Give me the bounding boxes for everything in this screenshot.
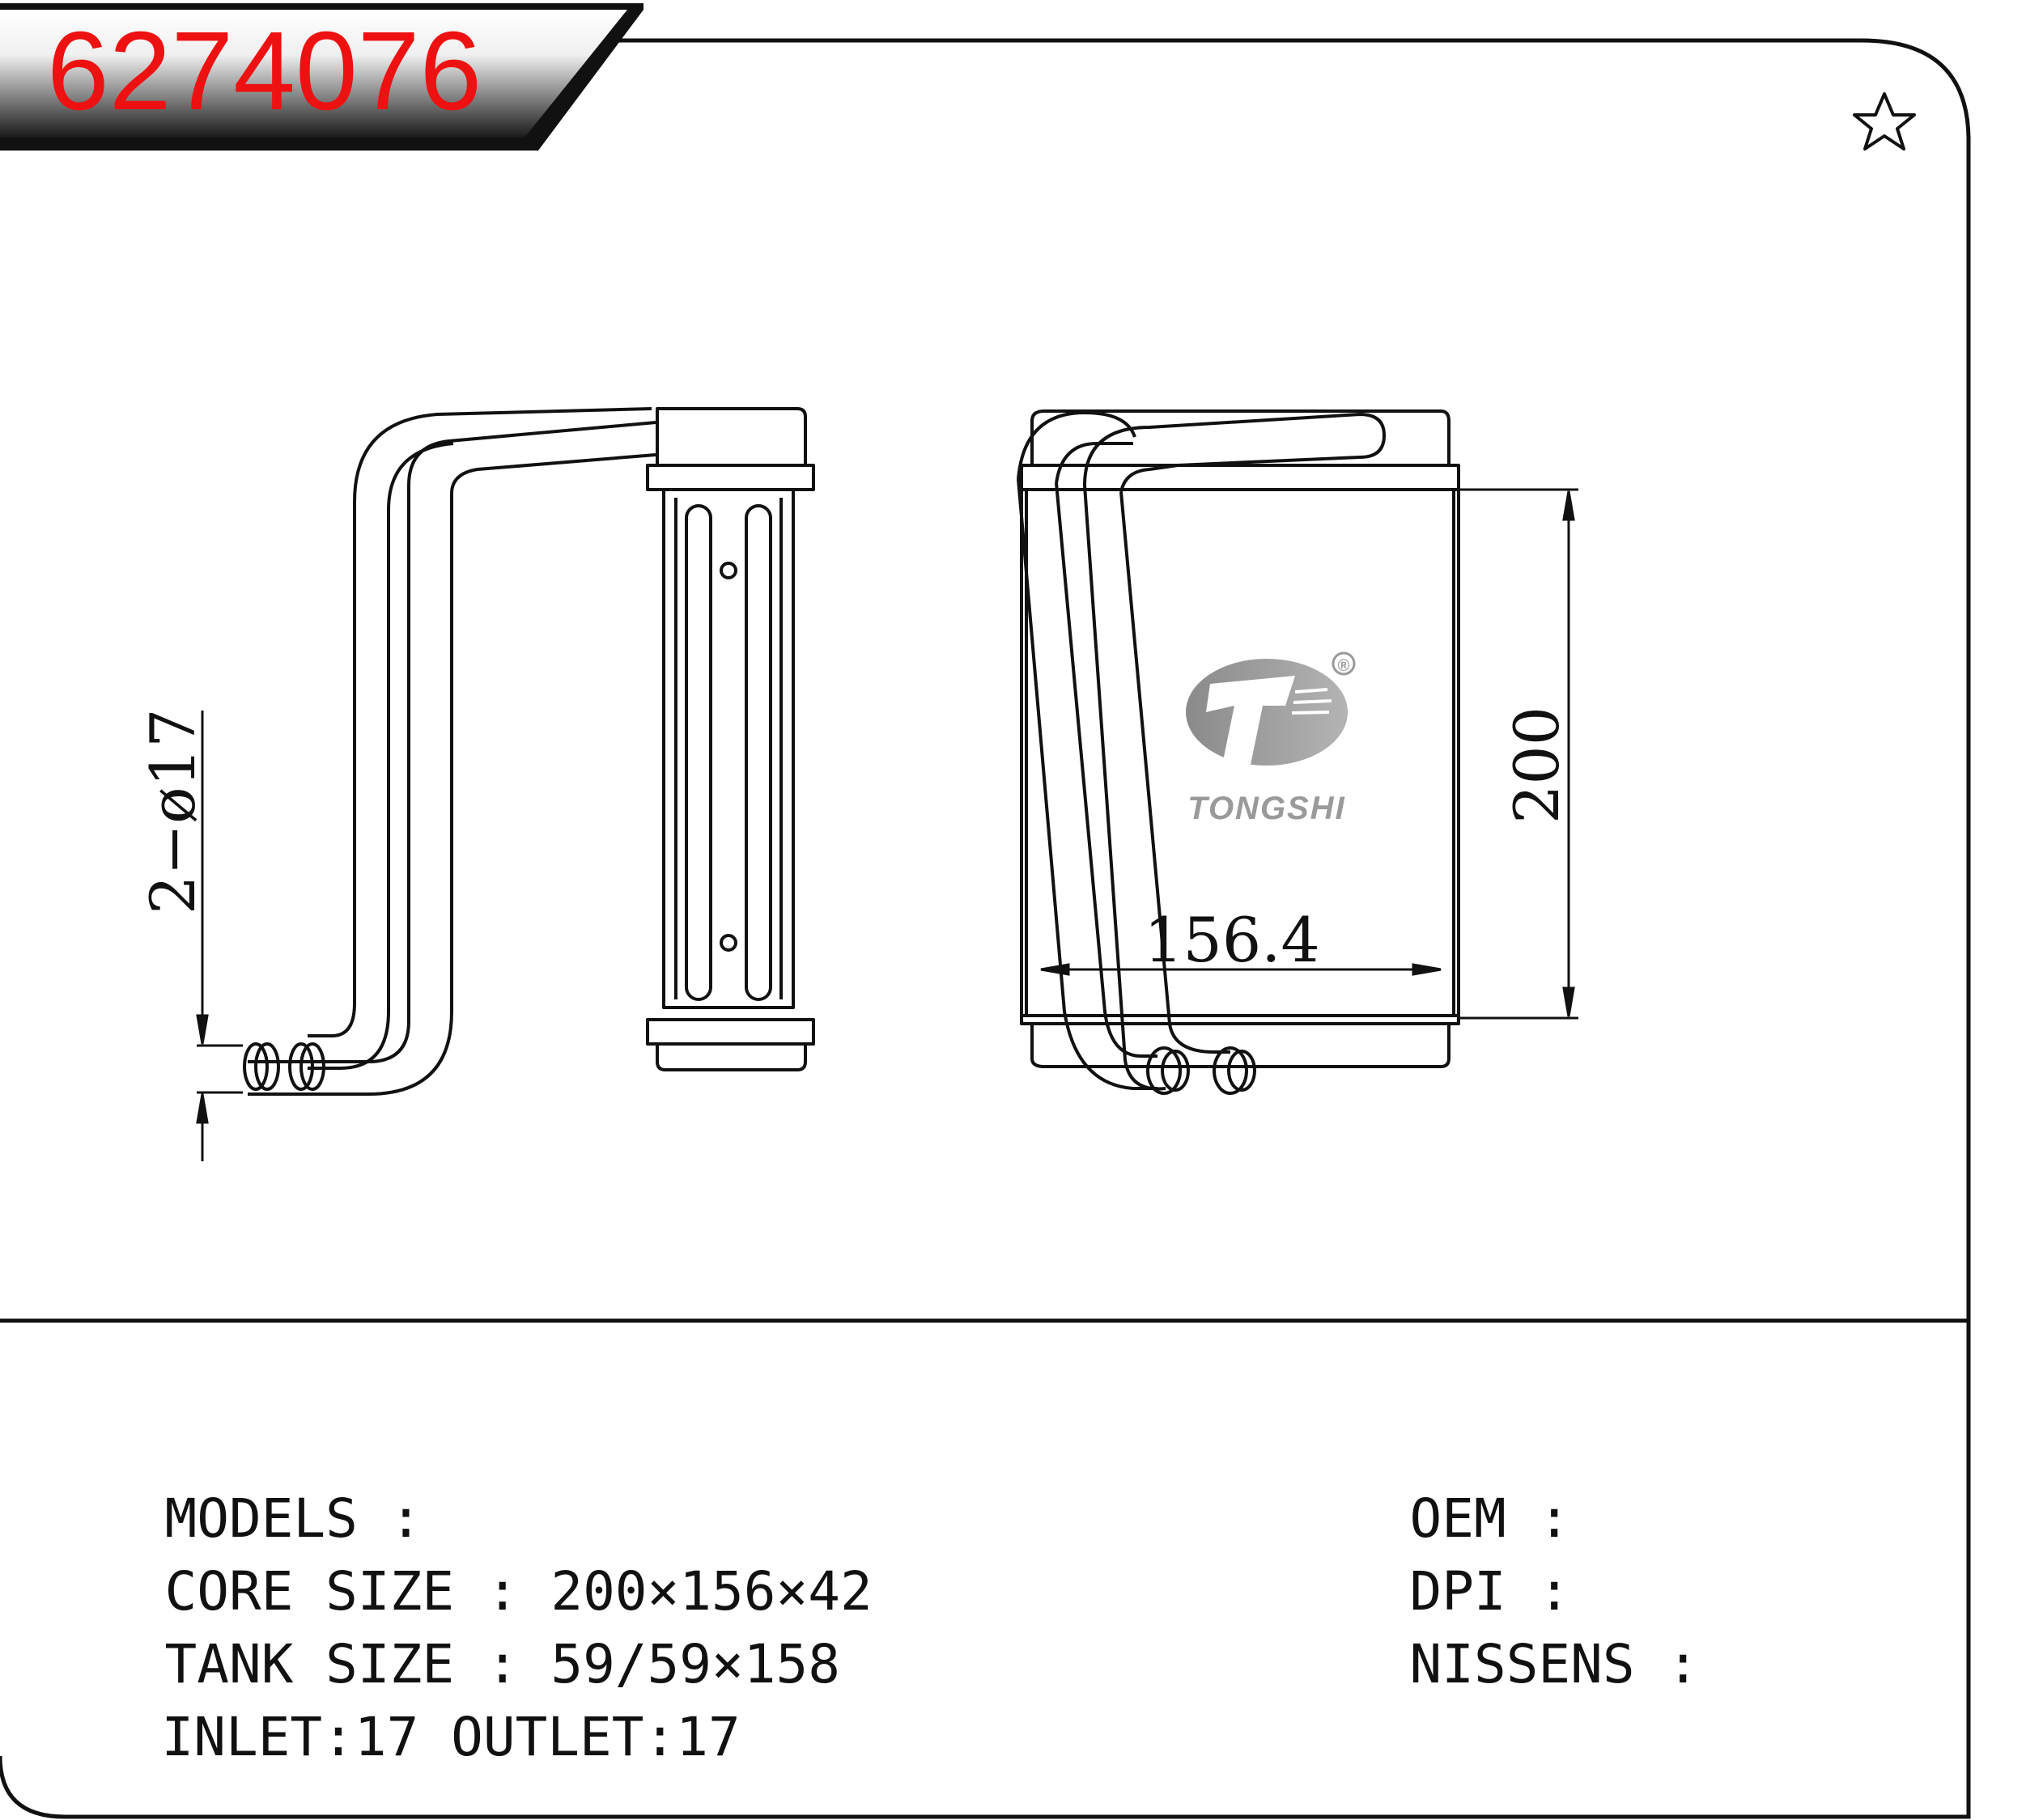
part-number-banner: 6274076	[0, 3, 643, 151]
heater-core-side-view	[243, 407, 815, 1096]
brand-name: TONGSHI	[1187, 791, 1346, 826]
spec-dpi: DPI :	[1345, 1512, 1570, 1618]
tongshi-logo: ® TONGSHI	[1186, 651, 1356, 826]
spec-value: 200×156×42	[550, 1560, 873, 1623]
spec-tank-size: TANK SIZE : 59/59×158	[100, 1585, 839, 1691]
spec-nissens: NISSENS :	[1345, 1585, 1699, 1691]
spec-label: TANK SIZE :	[164, 1633, 519, 1695]
spec-value: 59/59×158	[550, 1633, 840, 1695]
spec-label: DPI :	[1409, 1560, 1571, 1623]
spec-label: OEM :	[1409, 1487, 1571, 1550]
spec-core-size: CORE SIZE : 200×156×42	[100, 1512, 872, 1618]
spec-inlet-outlet: INLET:17 OUTLET:17	[97, 1657, 740, 1764]
spec-label: MODELS :	[164, 1487, 423, 1550]
spec-models: MODELS :	[100, 1439, 422, 1546]
width-label: 156.4	[1144, 904, 1320, 976]
height-label: 200	[1501, 706, 1573, 824]
spec-oem: OEM :	[1345, 1439, 1570, 1546]
star-outline-icon[interactable]	[1853, 92, 1916, 151]
part-number: 6274076	[47, 9, 482, 134]
pipe-diameter-dimension	[196, 711, 243, 1161]
spec-label: INLET:17 OUTLET:17	[161, 1706, 741, 1768]
height-dimension	[1459, 488, 1578, 1020]
spec-label: NISSENS :	[1409, 1633, 1700, 1695]
heater-core-front-view	[1017, 409, 1460, 1095]
spec-label: CORE SIZE :	[164, 1560, 519, 1623]
pipe-diameter-label: 2−ø17	[137, 709, 209, 915]
width-dimension	[1040, 963, 1442, 976]
sheet-frame	[0, 38, 1971, 1819]
registered-mark: ®	[1338, 657, 1350, 675]
